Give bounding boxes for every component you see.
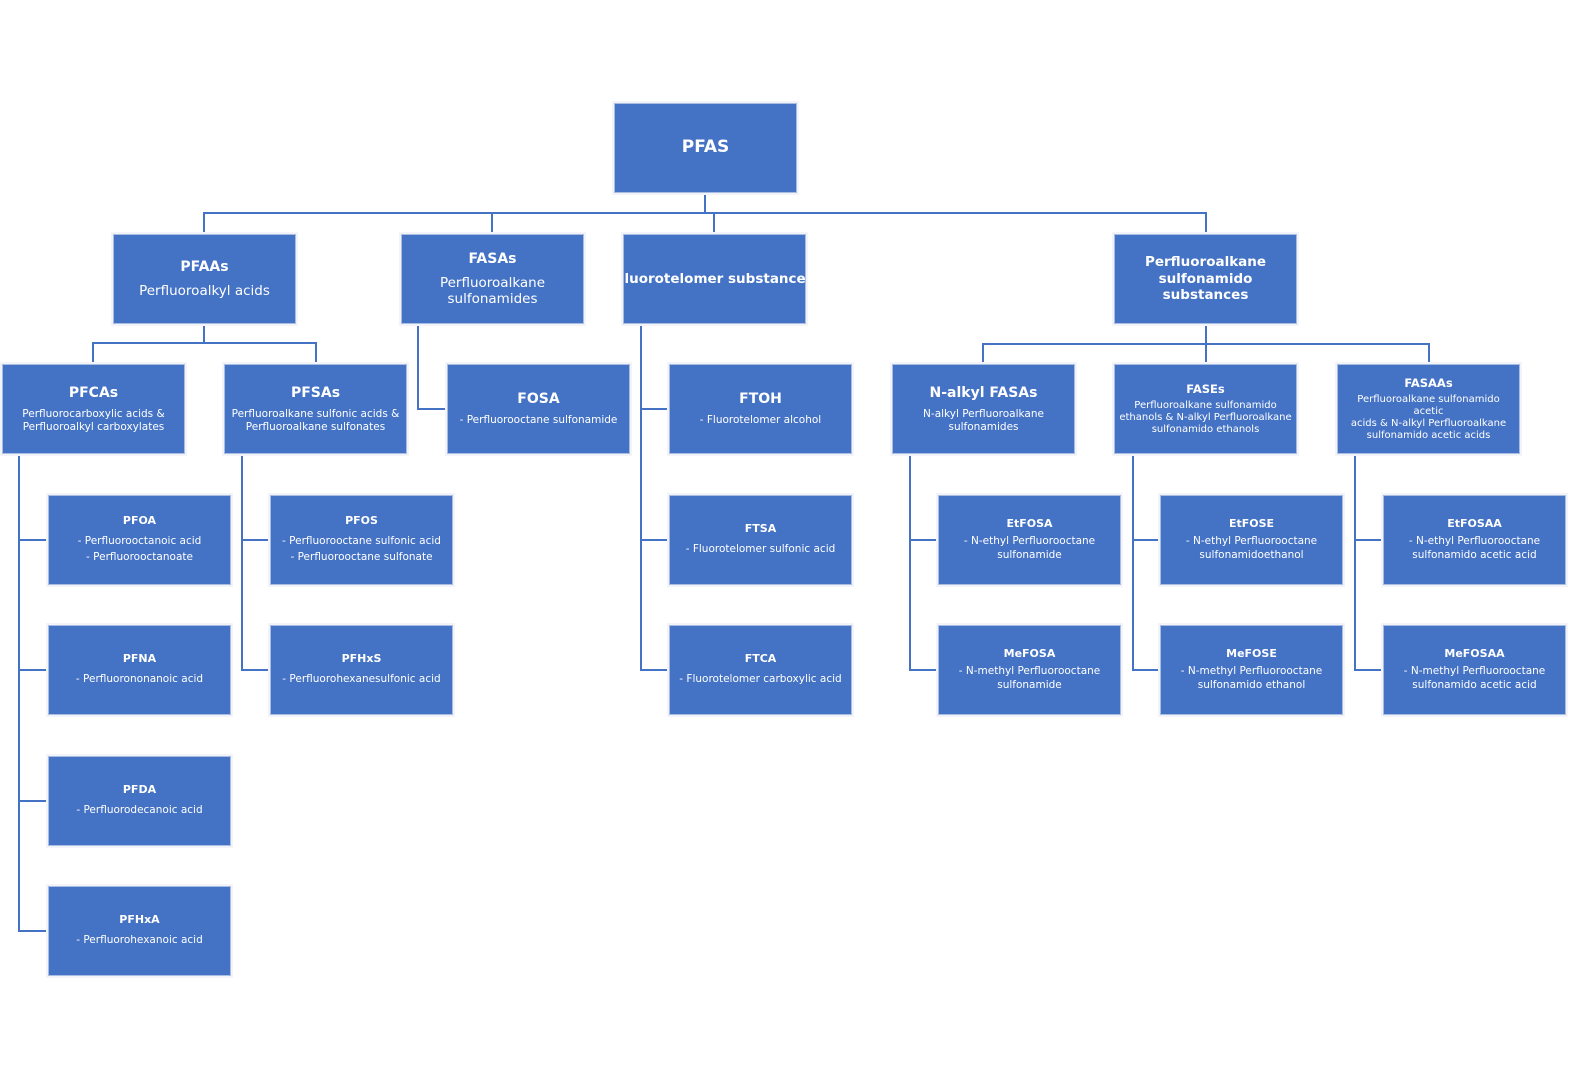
- node-fasas: FASAs Perfluoroalkane sulfonamides: [401, 234, 584, 324]
- node-title: FOSA: [517, 390, 560, 407]
- node-title: EtFOSAA: [1447, 517, 1502, 531]
- node-subtitle: - N-ethyl Perfluorooctane sulfonamidoeth…: [1185, 535, 1318, 561]
- node-subtitle: Perfluoroalkane sulfonic acids & Perfluo…: [231, 408, 400, 433]
- node-pfcas: PFCAs Perfluorocarboxylic acids & Perflu…: [2, 364, 185, 454]
- node-title: PFCAs: [68, 384, 119, 401]
- node-pfas: PFAS: [614, 103, 797, 193]
- node-ftca: FTCA - Fluorotelomer carboxylic acid: [669, 625, 852, 715]
- node-subtitle: - Perfluorooctanoic acid - Perfluoroocta…: [77, 534, 202, 564]
- node-etfosa: EtFOSA - N-ethyl Perfluorooctane sulfona…: [938, 495, 1121, 585]
- node-title: PFAS: [681, 137, 730, 158]
- node-subtitle: - Perfluorohexanesulfonic acid: [282, 672, 441, 685]
- node-title: MeFOSA: [1003, 647, 1056, 661]
- node-title: EtFOSE: [1228, 517, 1275, 531]
- node-title: PFSAs: [290, 384, 341, 401]
- node-pfos: PFOS - Perfluorooctane sulfonic acid - P…: [270, 495, 453, 585]
- node-subtitle: - N-ethyl Perfluorooctane sulfonamide: [963, 535, 1096, 561]
- node-title: EtFOSA: [1006, 517, 1053, 531]
- node-fluorotelomer-substances: Fluorotelomer substances: [623, 234, 806, 324]
- node-n-alkyl-fasas: N-alkyl FASAs N-alkyl Perfluoroalkane su…: [892, 364, 1075, 454]
- node-title: FASAs: [468, 251, 517, 268]
- node-title: PFOS: [345, 513, 378, 527]
- node-subtitle: Perfluoroalkane sulfonamides: [439, 274, 546, 307]
- node-title: MeFOSAA: [1444, 647, 1505, 661]
- node-subtitle: Perfluoroalkane sulfonamido acetic acids…: [1350, 394, 1507, 442]
- node-fosa: FOSA - Perfluorooctane sulfonamide: [447, 364, 630, 454]
- node-title: PFOA: [122, 513, 157, 527]
- node-subtitle: - N-methyl Perfluorooctane sulfonamido e…: [1180, 665, 1323, 691]
- node-title: FTSA: [744, 522, 777, 536]
- node-pfda: PFDA - Perfluorodecanoic acid: [48, 756, 231, 846]
- node-ftsa: FTSA - Fluorotelomer sulfonic acid: [669, 495, 852, 585]
- node-title: MeFOSE: [1226, 647, 1277, 661]
- node-title: Fluorotelomer substances: [623, 270, 806, 287]
- node-fasaas: FASAAs Perfluoroalkane sulfonamido aceti…: [1337, 364, 1520, 454]
- node-title: PFHxS: [341, 652, 382, 666]
- node-pfoa: PFOA - Perfluorooctanoic acid - Perfluor…: [48, 495, 231, 585]
- node-etfose: EtFOSE - N-ethyl Perfluorooctane sulfona…: [1160, 495, 1343, 585]
- node-title: FTCA: [744, 652, 777, 666]
- node-pfsas: PFSAs Perfluoroalkane sulfonic acids & P…: [224, 364, 407, 454]
- node-pfhxs: PFHxS - Perfluorohexanesulfonic acid: [270, 625, 453, 715]
- node-subtitle: Perfluorocarboxylic acids & Perfluoroalk…: [22, 408, 165, 433]
- node-subtitle: Perfluoroalkane sulfonamido ethanols & N…: [1119, 400, 1292, 436]
- node-subtitle: - Fluorotelomer alcohol: [699, 414, 822, 427]
- node-subtitle: Perfluoroalkyl acids: [139, 282, 270, 299]
- node-subtitle: - Perfluorohexanoic acid: [76, 933, 203, 946]
- node-subtitle: - Perfluorooctane sulfonic acid - Perflu…: [282, 534, 441, 564]
- node-pfna: PFNA - Perfluorononanoic acid: [48, 625, 231, 715]
- node-title: FASEs: [1186, 381, 1225, 396]
- node-title: N-alkyl FASAs: [929, 384, 1038, 401]
- node-title: PFNA: [122, 652, 157, 666]
- node-mefosa: MeFOSA - N-methyl Perfluorooctane sulfon…: [938, 625, 1121, 715]
- node-ftoh: FTOH - Fluorotelomer alcohol: [669, 364, 852, 454]
- node-subtitle: - Perfluorononanoic acid: [75, 672, 204, 685]
- node-etfosaa: EtFOSAA - N-ethyl Perfluorooctane sulfon…: [1383, 495, 1566, 585]
- node-fases: FASEs Perfluoroalkane sulfonamido ethano…: [1114, 364, 1297, 454]
- node-subtitle: - N-methyl Perfluorooctane sulfonamido a…: [1403, 665, 1546, 691]
- node-title: PFHxA: [119, 913, 160, 927]
- node-title: FASAAs: [1404, 375, 1453, 390]
- node-title: PFDA: [122, 783, 157, 797]
- node-subtitle: - N-ethyl Perfluorooctane sulfonamido ac…: [1408, 535, 1541, 561]
- node-subtitle: - N-methyl Perfluorooctane sulfonamide: [958, 665, 1101, 691]
- node-subtitle: - Perfluorodecanoic acid: [76, 803, 203, 816]
- node-title: PFAAs: [180, 259, 229, 276]
- node-mefosaa: MeFOSAA - N-methyl Perfluorooctane sulfo…: [1383, 625, 1566, 715]
- node-subtitle: N-alkyl Perfluoroalkane sulfonamides: [923, 408, 1044, 433]
- node-title: Perfluoroalkane sulfonamido substances: [1144, 253, 1267, 304]
- node-subtitle: - Perfluorooctane sulfonamide: [459, 414, 618, 427]
- node-perfluoroalkane-sulfonamido-substances: Perfluoroalkane sulfonamido substances: [1114, 234, 1297, 324]
- node-subtitle: - Fluorotelomer carboxylic acid: [679, 672, 842, 685]
- node-pfaas: PFAAs Perfluoroalkyl acids: [113, 234, 296, 324]
- node-subtitle: - Fluorotelomer sulfonic acid: [685, 542, 836, 555]
- node-pfhxa: PFHxA - Perfluorohexanoic acid: [48, 886, 231, 976]
- node-mefose: MeFOSE - N-methyl Perfluorooctane sulfon…: [1160, 625, 1343, 715]
- node-title: FTOH: [739, 390, 782, 407]
